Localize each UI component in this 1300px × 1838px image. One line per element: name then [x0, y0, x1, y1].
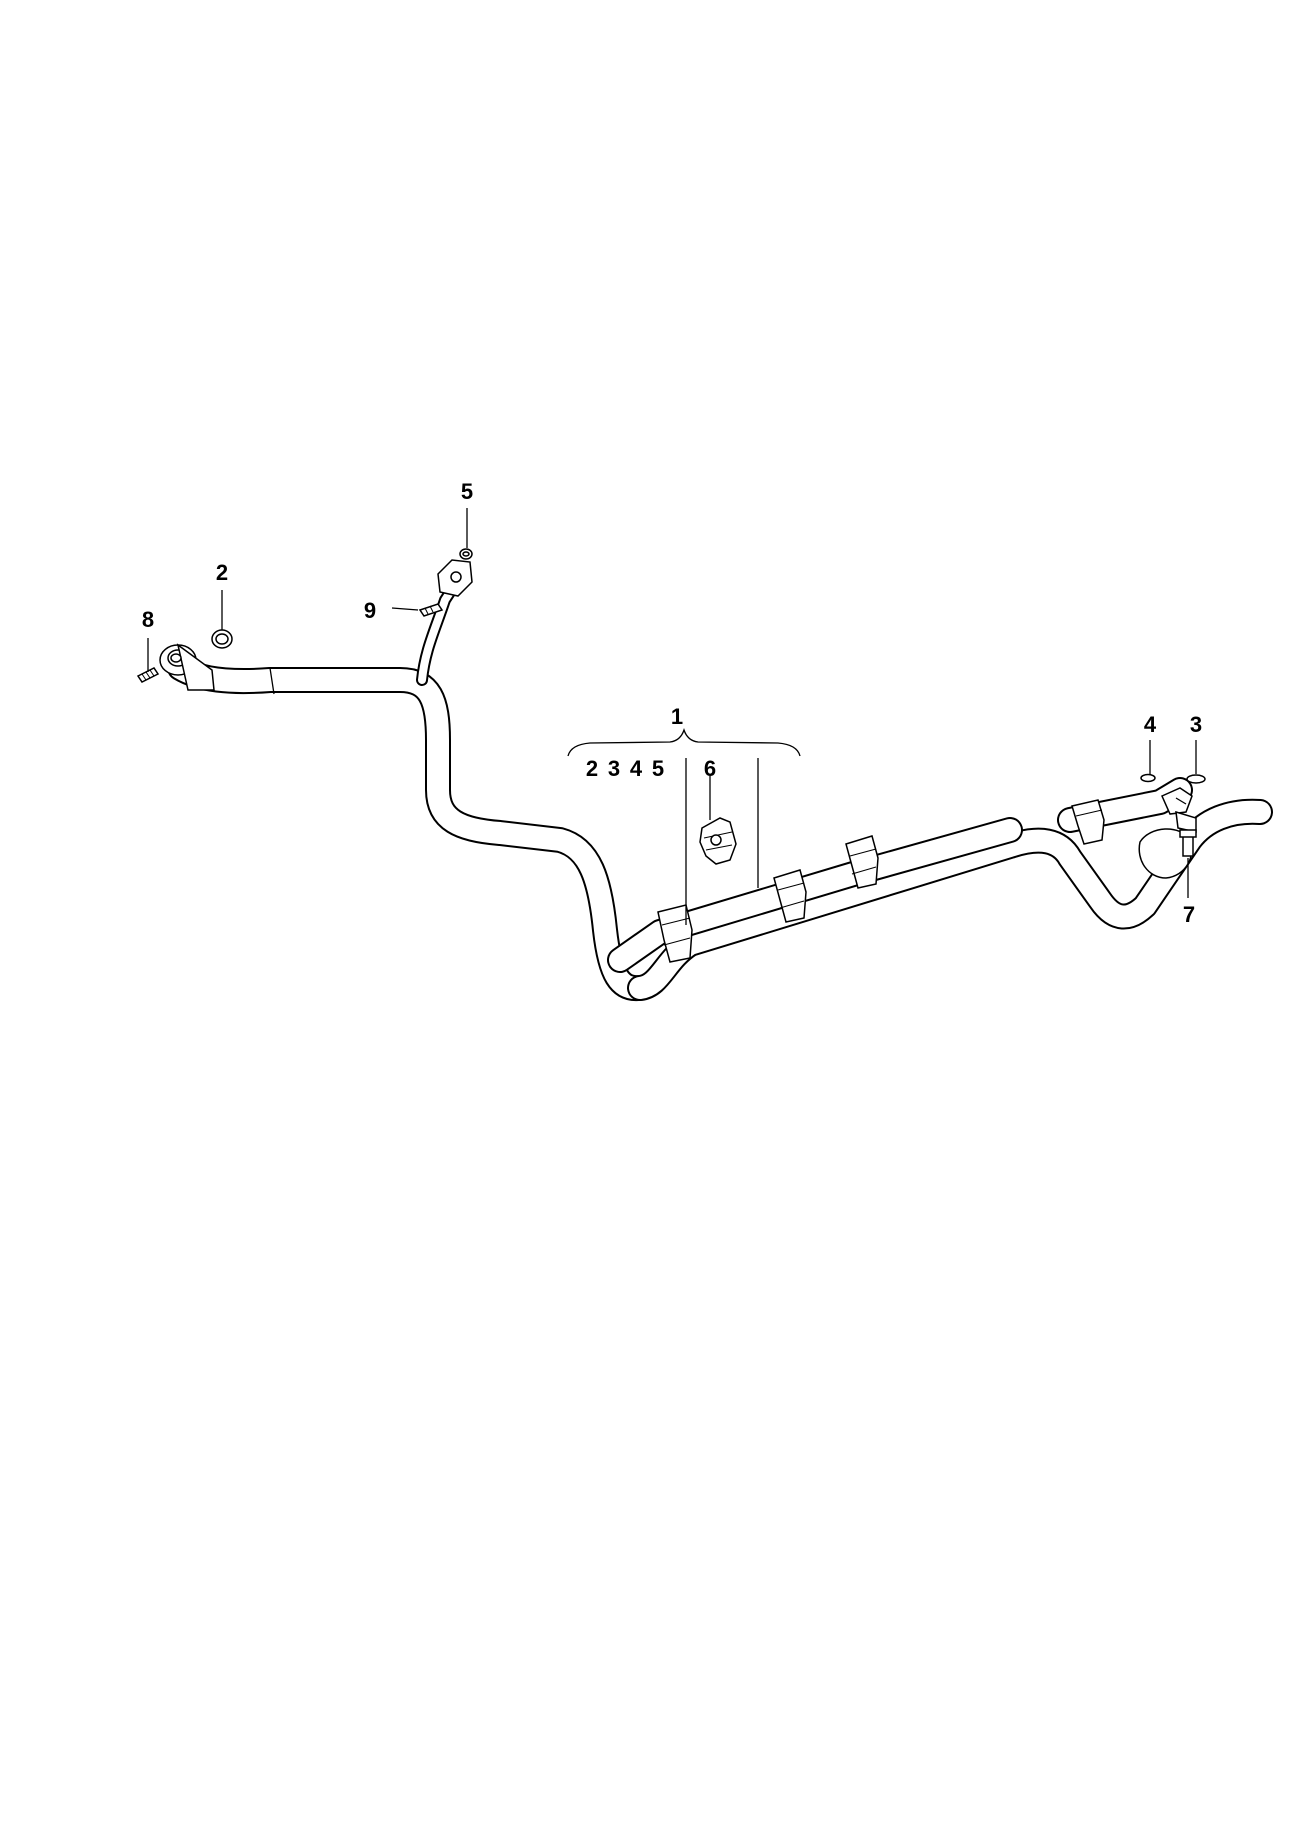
o-ring-2-icon: [211, 629, 233, 649]
branch-pipe: [416, 574, 464, 686]
right-end-fitting: [1138, 787, 1197, 879]
callout-1-sub-2: 2: [586, 756, 598, 781]
callout-9: 9: [364, 598, 376, 623]
o-ring-3-icon: [1186, 774, 1206, 784]
callout-7: 7: [1183, 902, 1195, 927]
o-ring-5-icon: [459, 548, 473, 560]
callout-2: 2: [216, 560, 228, 585]
bolt-7-icon: [1179, 829, 1197, 857]
flange-fitting: [437, 559, 473, 597]
callout-8: 8: [142, 607, 154, 632]
callout-1-sub-5: 5: [652, 756, 664, 781]
bracket-group: [657, 799, 1105, 963]
left-end-fitting: [159, 643, 215, 691]
clip-part: [699, 817, 737, 865]
callout-1-sub-3: 3: [608, 756, 620, 781]
callout-6: 6: [704, 756, 716, 781]
callout-4: 4: [1144, 712, 1157, 737]
main-pipe: [167, 655, 653, 1002]
bolt-8-icon: [136, 667, 160, 683]
leader-lines: [147, 508, 1197, 925]
callout-5: 5: [461, 479, 473, 504]
bolt-9-icon: [418, 603, 444, 617]
callout-1-sub-4: 4: [630, 756, 643, 781]
callout-3: 3: [1190, 712, 1202, 737]
callout-1: 1: [671, 704, 683, 729]
o-ring-4-icon: [1140, 773, 1156, 783]
